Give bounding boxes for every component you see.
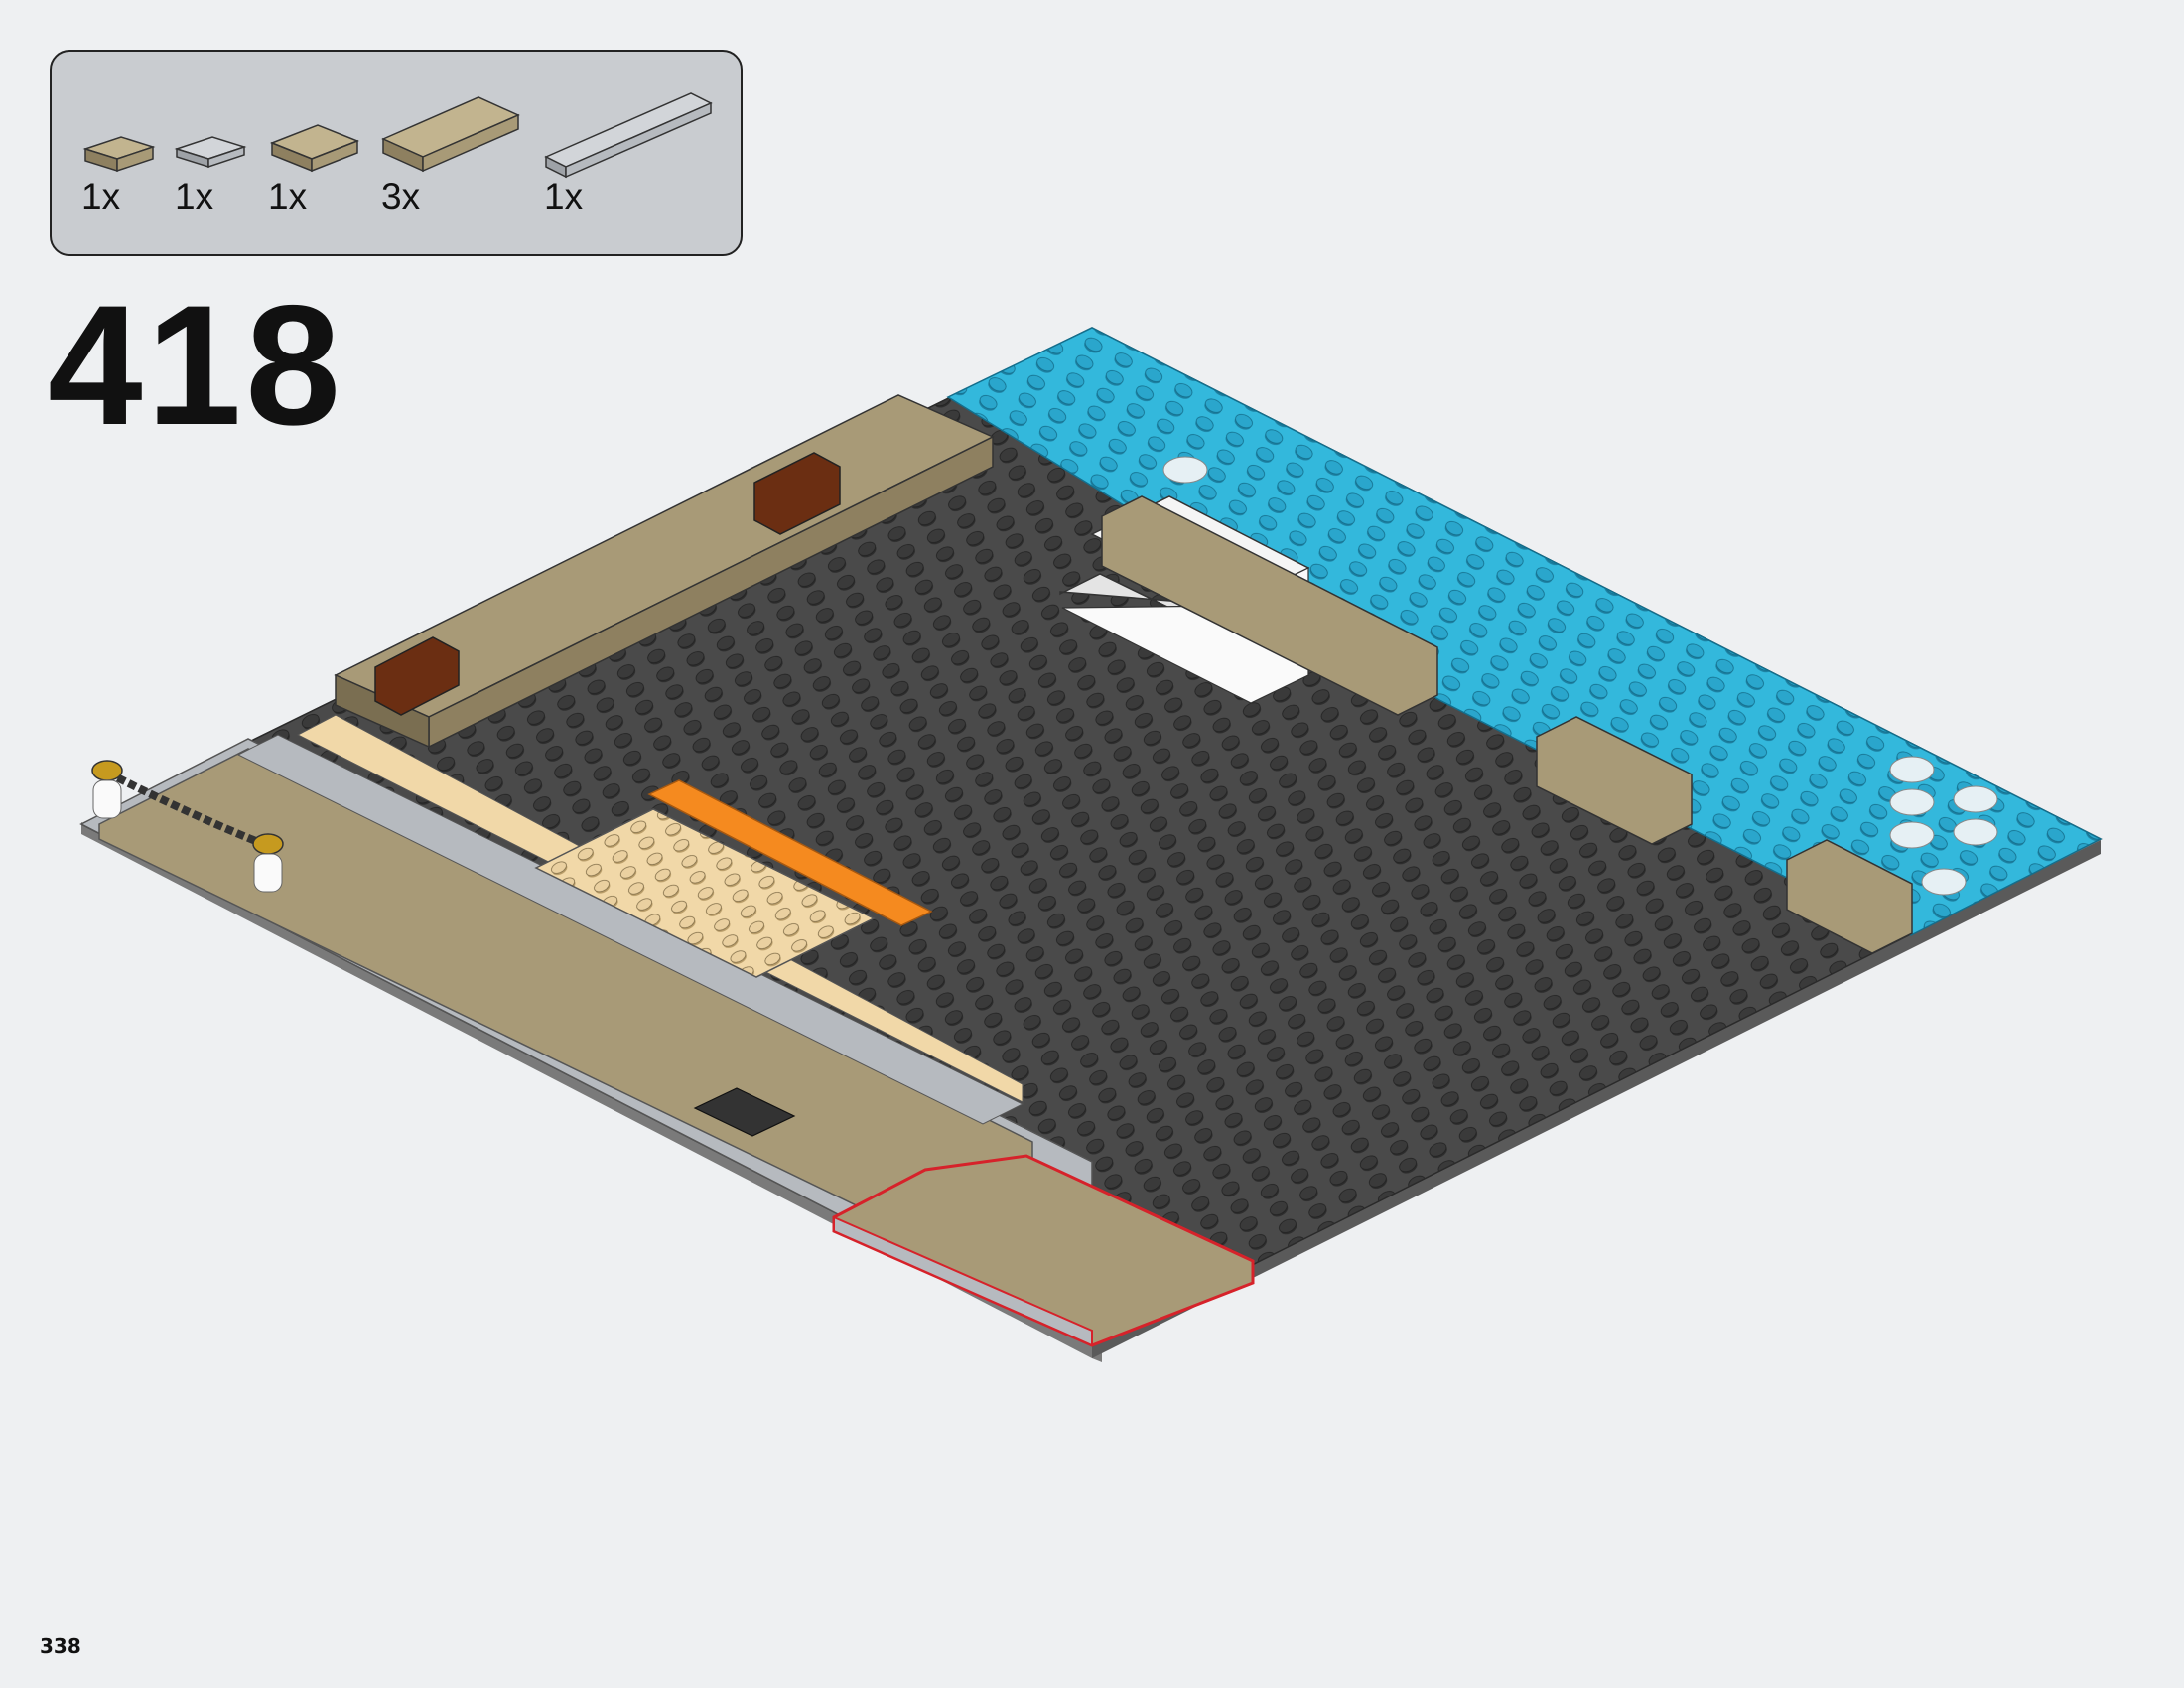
- trans-round-4: [1889, 821, 1935, 849]
- part-qty-1: 1x: [81, 176, 121, 216]
- bollard-top-1: [91, 760, 123, 781]
- trans-round-2: [1889, 756, 1935, 783]
- trans-round-7: [1921, 868, 1967, 896]
- trans-round-1: [1162, 456, 1208, 484]
- bollard-top-2: [252, 833, 284, 855]
- part-tan-tile-2x4: [381, 96, 520, 173]
- part-gray-tile-1x8: [544, 92, 713, 179]
- baseplate-edge-right: [1092, 840, 2101, 1358]
- orange-tile: [647, 779, 933, 926]
- part-qty-5: 1x: [544, 176, 584, 216]
- bollard-post-2: [253, 853, 283, 893]
- page-number: 338: [40, 1634, 81, 1658]
- part-tan-tile-2x2: [269, 124, 360, 173]
- part-qty-2: 1x: [175, 176, 214, 216]
- parts-list-panel: 1x 1x 1x 3x 1x: [50, 50, 743, 256]
- trans-round-5: [1953, 785, 1998, 813]
- trans-round-6: [1953, 818, 1998, 846]
- part-tan-tile-1x2: [82, 136, 156, 173]
- step-number: 418: [48, 270, 344, 461]
- brown-brick-1: [374, 636, 460, 716]
- water-plates: [946, 327, 2103, 936]
- trans-round-3: [1889, 788, 1935, 816]
- bollard-post-1: [92, 779, 122, 819]
- part-gray-tile-1x2: [174, 136, 247, 169]
- brown-brick-2: [753, 452, 841, 535]
- chain: [105, 769, 270, 850]
- new-gray-tile: [833, 1215, 1093, 1347]
- part-qty-3: 1x: [268, 176, 308, 216]
- sidewalk-gray-strip: [236, 734, 1024, 1125]
- divider-wall-3: [1786, 839, 1913, 954]
- divider-wall-1: [1101, 495, 1438, 716]
- tan-plates: [534, 808, 876, 978]
- drain-opening: [693, 1087, 796, 1137]
- divider-wall-2: [1536, 716, 1693, 845]
- part-qty-4: 3x: [381, 176, 421, 216]
